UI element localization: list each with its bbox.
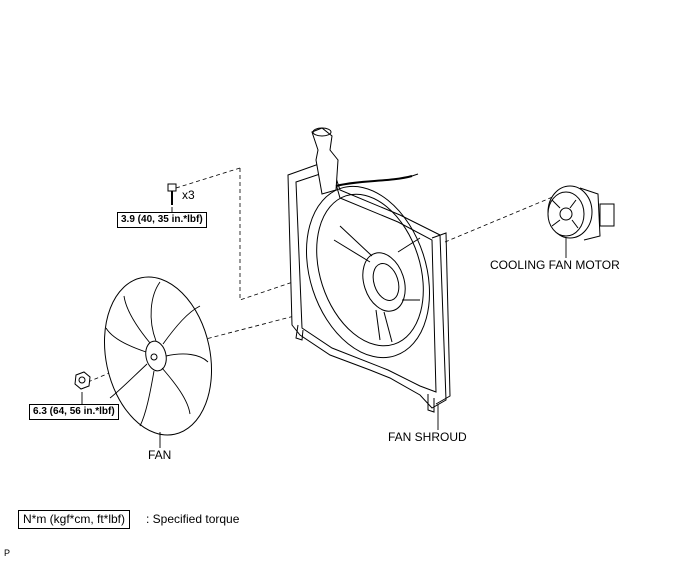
nut-torque-spec: 6.3 (64, 56 in.*lbf) [29,404,119,420]
nut-drawing [74,371,91,390]
fan-shroud-label: FAN SHROUD [388,430,467,444]
fan-shroud-drawing [287,127,451,413]
cooling-fan-motor-drawing [547,185,615,241]
fan-label: FAN [148,448,172,462]
corner-mark: P [4,548,11,558]
bolt-quantity-label: x3 [182,188,195,202]
torque-unit-legend-box: N*m (kgf*cm, ft*lbf) [18,510,131,529]
bolt-drawing [167,183,177,205]
fan-drawing [103,276,213,436]
bolt-torque-spec: 3.9 (40, 35 in.*lbf) [117,212,207,228]
torque-legend-description: : Specified torque [146,512,240,526]
leader-lines [81,207,567,448]
cooling-fan-motor-label: COOLING FAN MOTOR [490,258,620,272]
